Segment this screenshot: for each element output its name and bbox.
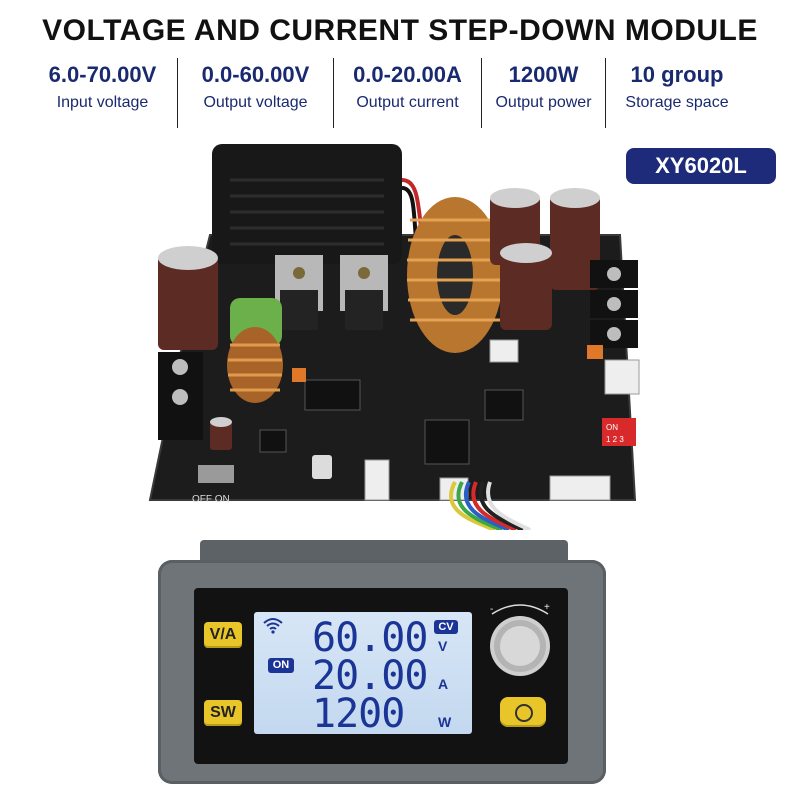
- spec-value: 6.0-70.00V: [48, 62, 157, 87]
- spec-strip: 6.0-70.00V Input voltage 0.0-60.00V Outp…: [28, 58, 772, 128]
- va-key[interactable]: V/A: [204, 622, 242, 648]
- ic-chips: [259, 379, 524, 465]
- terminal-blocks: [158, 260, 638, 440]
- spec-value: 1200W: [508, 62, 579, 87]
- current-unit: A: [438, 676, 449, 692]
- spec-label: Input voltage: [56, 94, 149, 111]
- page-title: VOLTAGE AND CURRENT STEP-DOWN MODULE: [42, 14, 758, 47]
- model-badge: XY6020L: [626, 148, 776, 184]
- rotary-encoder-knob[interactable]: - +: [488, 600, 552, 680]
- power-readout: 1200: [312, 691, 405, 737]
- on-status-badge: ON: [268, 658, 294, 673]
- capacitors: [158, 188, 600, 479]
- spec-output-voltage: 0.0-60.00V Output voltage: [178, 58, 334, 128]
- sw-key[interactable]: SW: [204, 700, 242, 726]
- power-button[interactable]: [500, 697, 546, 727]
- spec-input-voltage: 6.0-70.00V Input voltage: [28, 58, 178, 128]
- spec-value: 10 group: [630, 62, 724, 87]
- power-unit: W: [438, 714, 452, 730]
- wifi-icon: [263, 618, 283, 634]
- cv-mode-badge: CV: [434, 620, 458, 634]
- spec-label: Output power: [495, 94, 592, 111]
- spec-output-power: 1200W Output power: [482, 58, 606, 128]
- spec-value: 0.0-60.00V: [201, 62, 310, 87]
- spec-label: Storage space: [625, 94, 729, 111]
- lcd-screen: ON CV 60.00 V 20.00 A 1200 W: [254, 612, 472, 734]
- power-slide-switch: [198, 465, 234, 483]
- spec-storage-space: 10 group Storage space: [606, 58, 748, 128]
- circuit-board-image: ON 1 2 3 OFF ON: [148, 144, 640, 530]
- voltage-readout: 60.00: [312, 615, 428, 661]
- mosfets: [275, 255, 388, 330]
- dip-switch-label: ON: [606, 423, 618, 432]
- spec-output-current: 0.0-20.00A Output current: [334, 58, 482, 128]
- dip-switch-numbers: 1 2 3: [606, 435, 624, 444]
- slide-switch-label: OFF ON: [192, 494, 230, 505]
- current-readout: 20.00: [312, 653, 428, 699]
- spec-label: Output current: [356, 94, 459, 111]
- svg-text:+: +: [544, 602, 550, 613]
- cooling-fan: [212, 144, 402, 264]
- ribbon-cable: [449, 481, 531, 530]
- spec-label: Output voltage: [203, 94, 308, 111]
- power-icon: [515, 704, 533, 722]
- dip-switch: [602, 418, 636, 446]
- spec-value: 0.0-20.00A: [353, 62, 462, 87]
- svg-text:-: -: [490, 604, 493, 615]
- voltage-unit: V: [438, 638, 448, 654]
